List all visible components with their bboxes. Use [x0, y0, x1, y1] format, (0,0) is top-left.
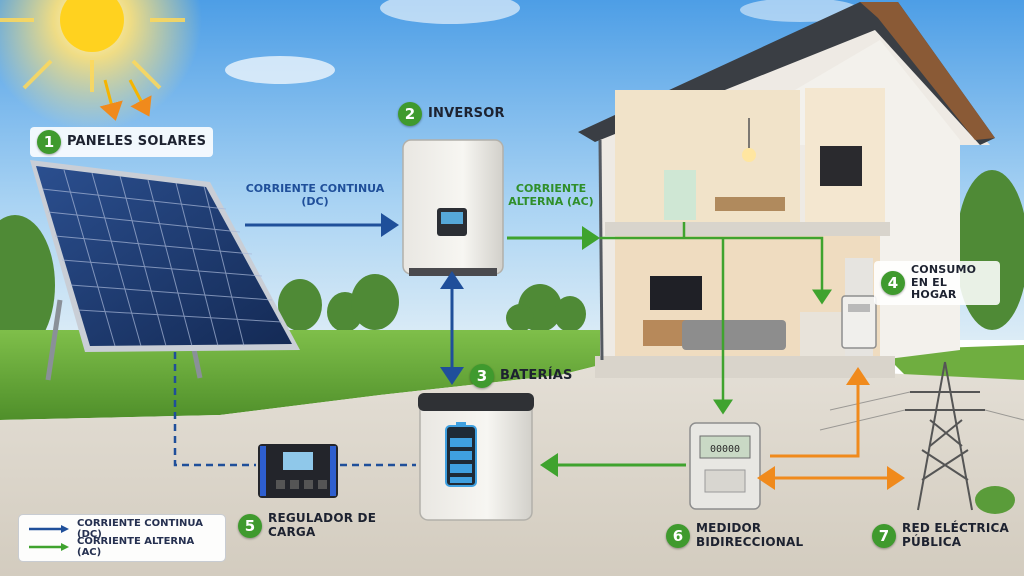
bidirectional-meter: 00000 — [689, 422, 761, 510]
label-home-consumption: 4 CONSUMO EN EL HOGAR — [874, 261, 1000, 305]
label-text: REGULADOR DE CARGA — [268, 511, 377, 539]
label-number: 4 — [881, 270, 905, 295]
label-bidirectional-meter: 6 MEDIDOR BIDIRECCIONAL — [666, 521, 803, 550]
legend-blue-arrow-icon — [29, 525, 69, 533]
grass-field — [0, 330, 620, 420]
house — [578, 2, 995, 378]
legend: CORRIENTE CONTINUA (DC) CORRIENTE ALTERN… — [18, 514, 226, 562]
power-tower — [905, 361, 985, 511]
label-number: 5 — [238, 513, 262, 538]
legend-item-ac: CORRIENTE ALTERNA (AC) — [27, 536, 217, 558]
label-number: 3 — [470, 364, 494, 388]
label-text: PANELES SOLARES — [67, 133, 207, 149]
label-inverter: 2 INVERSOR — [398, 102, 505, 126]
charge-controller — [258, 444, 338, 498]
flow-label-dc: CORRIENTE CONTINUA (DC) — [245, 182, 385, 209]
legend-item-dc: CORRIENTE CONTINUA (DC) — [27, 518, 217, 540]
ac-flow-house-circuit — [600, 236, 832, 305]
flow-label-ac: CORRIENTE ALTERNA (AC) — [508, 182, 594, 209]
battery — [418, 393, 534, 521]
label-number: 7 — [872, 523, 896, 548]
bush — [975, 486, 1015, 514]
label-batteries: 3 BATERÍAS — [470, 364, 573, 388]
dc-dashed-panel-to-controller — [173, 352, 256, 467]
grid-flow-meter-to-house — [770, 367, 870, 458]
label-number: 6 — [666, 523, 690, 548]
label-charge-controller: 5 REGULADOR DE CARGA — [238, 511, 378, 540]
cloud — [225, 56, 335, 84]
label-text: MEDIDOR BIDIRECCIONAL — [696, 521, 804, 549]
label-number: 1 — [37, 130, 61, 154]
house-electrical-panel — [841, 295, 877, 349]
legend-label-dc: CORRIENTE CONTINUA (DC) — [77, 518, 203, 540]
inverter — [402, 139, 504, 276]
label-public-grid: 7 RED ELÉCTRICA PÚBLICA — [872, 521, 1012, 550]
label-text: INVERSOR — [428, 105, 505, 121]
solar-panel — [30, 160, 300, 381]
label-text: RED ELÉCTRICA PÚBLICA — [902, 521, 1010, 549]
label-text: CONSUMO EN EL HOGAR — [911, 263, 977, 302]
power-lines — [819, 391, 1024, 431]
meter-display: 00000 — [710, 444, 740, 455]
label-text: BATERÍAS — [500, 367, 573, 383]
legend-label-ac: CORRIENTE ALTERNA (AC) — [77, 536, 195, 558]
label-solar-panels: 1 PANELES SOLARES — [30, 127, 214, 157]
label-number: 2 — [398, 102, 422, 126]
cloud — [380, 0, 520, 24]
legend-green-arrow-icon — [29, 543, 69, 551]
sun-icon — [0, 0, 202, 130]
